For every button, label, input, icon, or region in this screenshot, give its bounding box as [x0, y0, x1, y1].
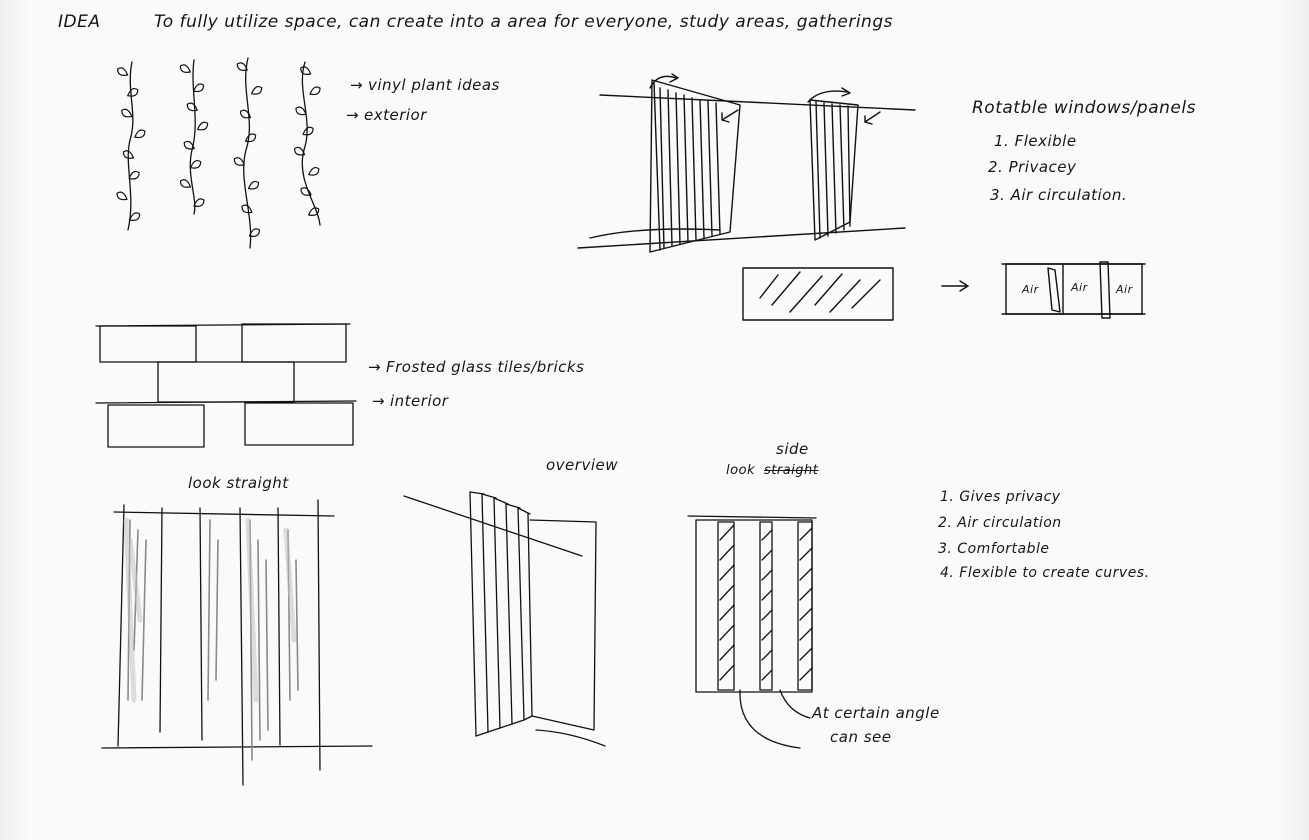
leaf-mark: [116, 191, 128, 201]
idea-text: To fully utilize space, can create into …: [154, 12, 893, 32]
rotatable-panel-sketch: [577, 73, 1146, 321]
leaf-mark: [248, 228, 261, 237]
idea-label: IDEA: [58, 12, 101, 32]
leaf-mark: [247, 180, 260, 190]
leaf-mark: [295, 106, 307, 116]
fin-benefit-2: 2. Air circulation: [938, 515, 1062, 531]
air-label-2: Air: [1071, 281, 1088, 294]
brick-arrow-1: →: [368, 358, 382, 376]
leaf-mark: [197, 121, 209, 131]
fin-benefit-3: 3. Comfortable: [938, 541, 1050, 557]
leaf-mark: [190, 159, 202, 169]
rotatable-point-1: 1. Flexible: [994, 132, 1077, 150]
brick-note-2: interior: [390, 392, 449, 410]
leaf-mark: [309, 86, 321, 96]
vine-note-1: vinyl plant ideas: [368, 76, 500, 94]
leaf-mark: [300, 66, 312, 75]
brick-arrow-2: →: [372, 392, 386, 410]
leaf-mark: [245, 133, 257, 143]
leaf-mark: [134, 129, 146, 139]
leaf-mark: [293, 146, 306, 156]
vine-plant-sketch: [127, 57, 321, 249]
look-label: look: [726, 463, 756, 478]
side-label: side: [776, 440, 809, 458]
leaf-mark: [186, 102, 198, 112]
leaf-mark: [116, 67, 129, 76]
angle-note-line2: can see: [830, 728, 892, 746]
leaf-mark: [302, 126, 314, 136]
side-look-fin-sketch: [687, 515, 817, 749]
leaf-mark: [121, 108, 133, 118]
glass-brick-sketch: [95, 323, 357, 448]
leaf-mark: [183, 140, 195, 150]
leaf-mark: [308, 207, 320, 216]
leaf-mark: [122, 150, 135, 159]
vine-leaves: [116, 62, 321, 237]
rotatable-title: Rotatble windows/panels: [972, 98, 1196, 118]
leaf-mark: [251, 85, 263, 95]
leaf-mark: [236, 62, 248, 71]
overview-label: overview: [546, 456, 618, 474]
fin-benefit-4: 4. Flexible to create curves.: [940, 565, 1150, 581]
leaf-mark: [127, 87, 139, 97]
leaf-mark: [128, 170, 140, 180]
leaf-mark: [129, 212, 141, 221]
look-straight-label: look straight: [188, 474, 289, 492]
brick-note-1: Frosted glass tiles/bricks: [386, 358, 585, 376]
look-straight-fin-sketch: [101, 499, 373, 786]
fin-benefit-1: 1. Gives privacy: [940, 489, 1061, 505]
leaf-mark: [233, 157, 245, 166]
angle-note-line1: At certain angle: [812, 704, 940, 722]
vine-arrow-1: →: [350, 76, 364, 94]
scan-edge-left: [0, 0, 30, 840]
air-label-1: Air: [1022, 283, 1039, 296]
leaf-mark: [192, 83, 205, 93]
leaf-mark: [239, 109, 252, 119]
leaf-mark: [308, 166, 320, 176]
leaf-mark: [179, 64, 191, 73]
air-label-3: Air: [1116, 283, 1133, 296]
leaf-mark: [241, 204, 253, 214]
rotatable-point-2: 2. Privacey: [988, 158, 1077, 176]
vine-arrow-2: →: [346, 106, 360, 124]
leaf-mark: [179, 179, 192, 188]
rotatable-point-3: 3. Air circulation.: [990, 186, 1128, 204]
leaf-mark: [300, 187, 312, 196]
leaf-mark: [193, 198, 205, 207]
vine-note-2: exterior: [364, 106, 427, 124]
struck-word: straight: [764, 463, 819, 478]
overview-fin-sketch: [403, 491, 606, 747]
